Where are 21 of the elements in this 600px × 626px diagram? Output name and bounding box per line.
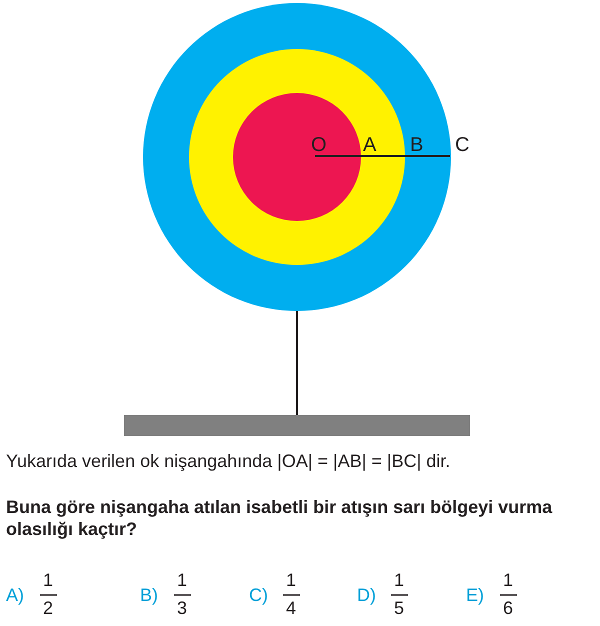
option-letter: D): [357, 585, 376, 607]
point-label: B: [410, 133, 424, 157]
fraction-numerator: 1: [286, 570, 296, 592]
fraction-numerator: 1: [43, 570, 54, 592]
fraction-denominator: 5: [394, 598, 404, 620]
point-label: C: [455, 133, 470, 157]
option-letter: C): [249, 585, 268, 607]
fraction-denominator: 4: [286, 598, 296, 620]
question-text: Buna göre nişangaha atılan isabetli bir atışın sarı bölgeyi vurma olasılığı kaçtır?: [6, 497, 554, 540]
point-label: A: [363, 133, 376, 157]
fraction-numerator: 1: [177, 570, 188, 592]
option-letter: E): [466, 585, 484, 607]
fraction-denominator: 3: [177, 598, 188, 620]
fraction-numerator: 1: [394, 570, 404, 592]
point-label: O: [311, 133, 327, 157]
option-letter: A): [6, 585, 24, 607]
fraction-numerator: 1: [503, 570, 514, 592]
statement-text: Yukarıda verilen ok nişangahında |OA| = |AB| = |BC| dir.: [6, 451, 452, 473]
fraction-denominator: 2: [43, 598, 54, 620]
option-letter: B): [140, 585, 158, 607]
fraction-denominator: 6: [503, 598, 514, 620]
